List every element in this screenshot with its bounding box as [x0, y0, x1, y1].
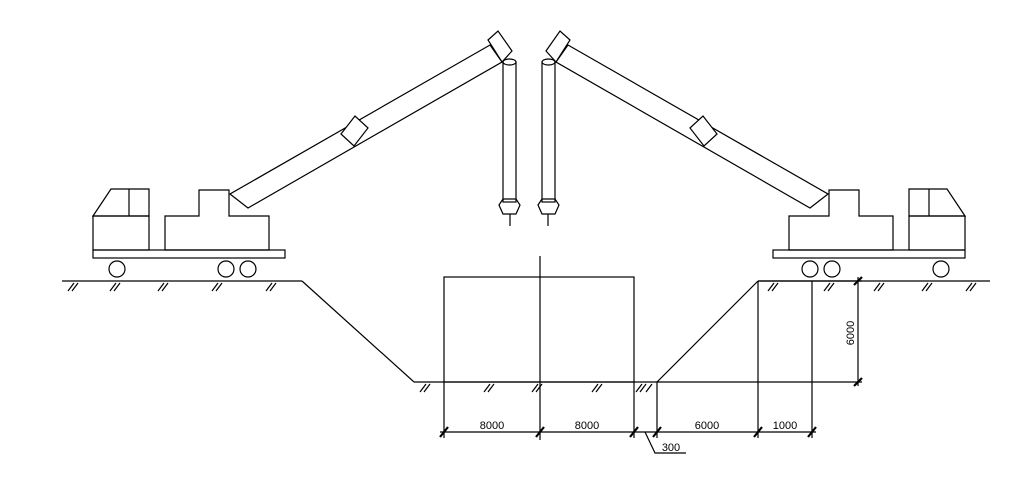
- hatch-mark: [823, 282, 835, 292]
- right-rig-kelly-bar-top: [541, 58, 556, 66]
- dimension-label-top-offset: 1000: [773, 420, 797, 432]
- left-rig-boom-sleeve: [340, 115, 369, 147]
- hatch-mark: [483, 383, 495, 393]
- hatch-mark: [591, 383, 603, 393]
- slope-right: [656, 280, 759, 383]
- right-rig-boom-sleeve: [689, 115, 718, 147]
- right-rig-wheel: [823, 260, 841, 278]
- central-structure: [443, 256, 635, 440]
- left-drilling-rig: [91, 30, 521, 278]
- hatch-mark: [419, 383, 431, 393]
- hatch-mark: [767, 282, 779, 292]
- right-rig-kelly-bar: [541, 61, 556, 203]
- left-rig-wheel: [239, 260, 257, 278]
- right-rig-track: [772, 249, 966, 259]
- hatch-mark: [965, 282, 977, 292]
- dimension-label-middle-span: 8000: [575, 420, 599, 432]
- dimension-tick: [753, 426, 763, 438]
- dimension-lines: [439, 276, 863, 454]
- hatch-mark: [635, 383, 653, 393]
- dimension-tick: [535, 426, 545, 438]
- dimension-tick: [629, 426, 639, 438]
- right-rig-engine-body: [788, 189, 894, 251]
- left-rig-boom-head: [487, 30, 513, 63]
- right-drilling-rig: [537, 30, 967, 278]
- hatch-mark: [531, 383, 543, 393]
- dimension-labels: 8000 8000 6000 1000 300 6000: [480, 321, 857, 454]
- dimension-label-gap: 300: [662, 442, 680, 454]
- dimension-label-left-span: 8000: [480, 420, 504, 432]
- left-rig-cab-body: [92, 215, 150, 251]
- dimension-tick: [853, 377, 863, 387]
- left-rig-wheel: [108, 260, 126, 278]
- dimension-label-slope-width: 6000: [695, 420, 719, 432]
- dimension-tick: [439, 426, 449, 438]
- right-rig-wheel: [801, 260, 819, 278]
- dimension-label-depth: 6000: [845, 321, 857, 345]
- dimension-tick: [807, 426, 817, 438]
- left-rig-kelly-bar: [502, 61, 517, 203]
- left-rig-kelly-bar-top: [502, 58, 517, 66]
- right-rig-drill-bucket: [537, 198, 560, 215]
- dimension-tick: [652, 426, 662, 438]
- structure-outline: [443, 276, 635, 383]
- hatch-mark: [157, 282, 169, 292]
- hatch-mark: [873, 282, 885, 292]
- left-rig-engine-body: [164, 189, 270, 251]
- hatch-mark: [109, 282, 121, 292]
- left-rig-cab-top: [91, 188, 150, 217]
- right-rig-boom-head: [545, 30, 571, 63]
- ground-hatching: [67, 282, 977, 393]
- right-rig-cab-top: [908, 188, 967, 217]
- hatch-mark: [265, 282, 277, 292]
- right-rig-wheel: [932, 260, 950, 278]
- left-rig-wheel: [217, 260, 235, 278]
- hatch-mark: [211, 282, 223, 292]
- right-rig-cab-body: [908, 215, 966, 251]
- dimension-tick: [853, 276, 863, 286]
- hatch-mark: [921, 282, 933, 292]
- left-rig-track: [92, 249, 286, 259]
- left-rig-drill-bucket: [498, 198, 521, 215]
- gap-leader: [644, 431, 686, 454]
- slope-left: [301, 280, 415, 383]
- hatch-mark: [67, 282, 79, 292]
